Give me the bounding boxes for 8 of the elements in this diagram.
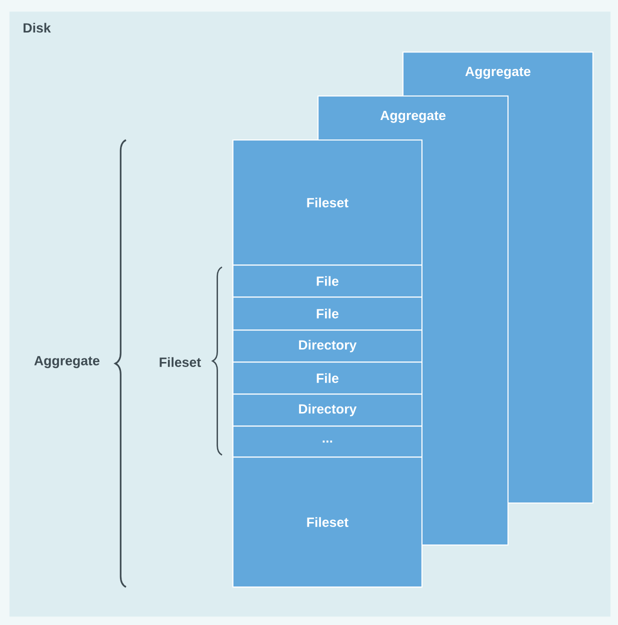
file-row: ...: [232, 426, 423, 458]
file-row: File: [232, 264, 423, 298]
brace-label: Aggregate: [34, 356, 100, 368]
file-row: File: [232, 296, 423, 331]
directory-row: Directory: [232, 394, 423, 427]
directory-row: Directory: [232, 330, 423, 363]
file-row: File: [232, 362, 423, 395]
brace-label: Fileset: [160, 357, 201, 367]
